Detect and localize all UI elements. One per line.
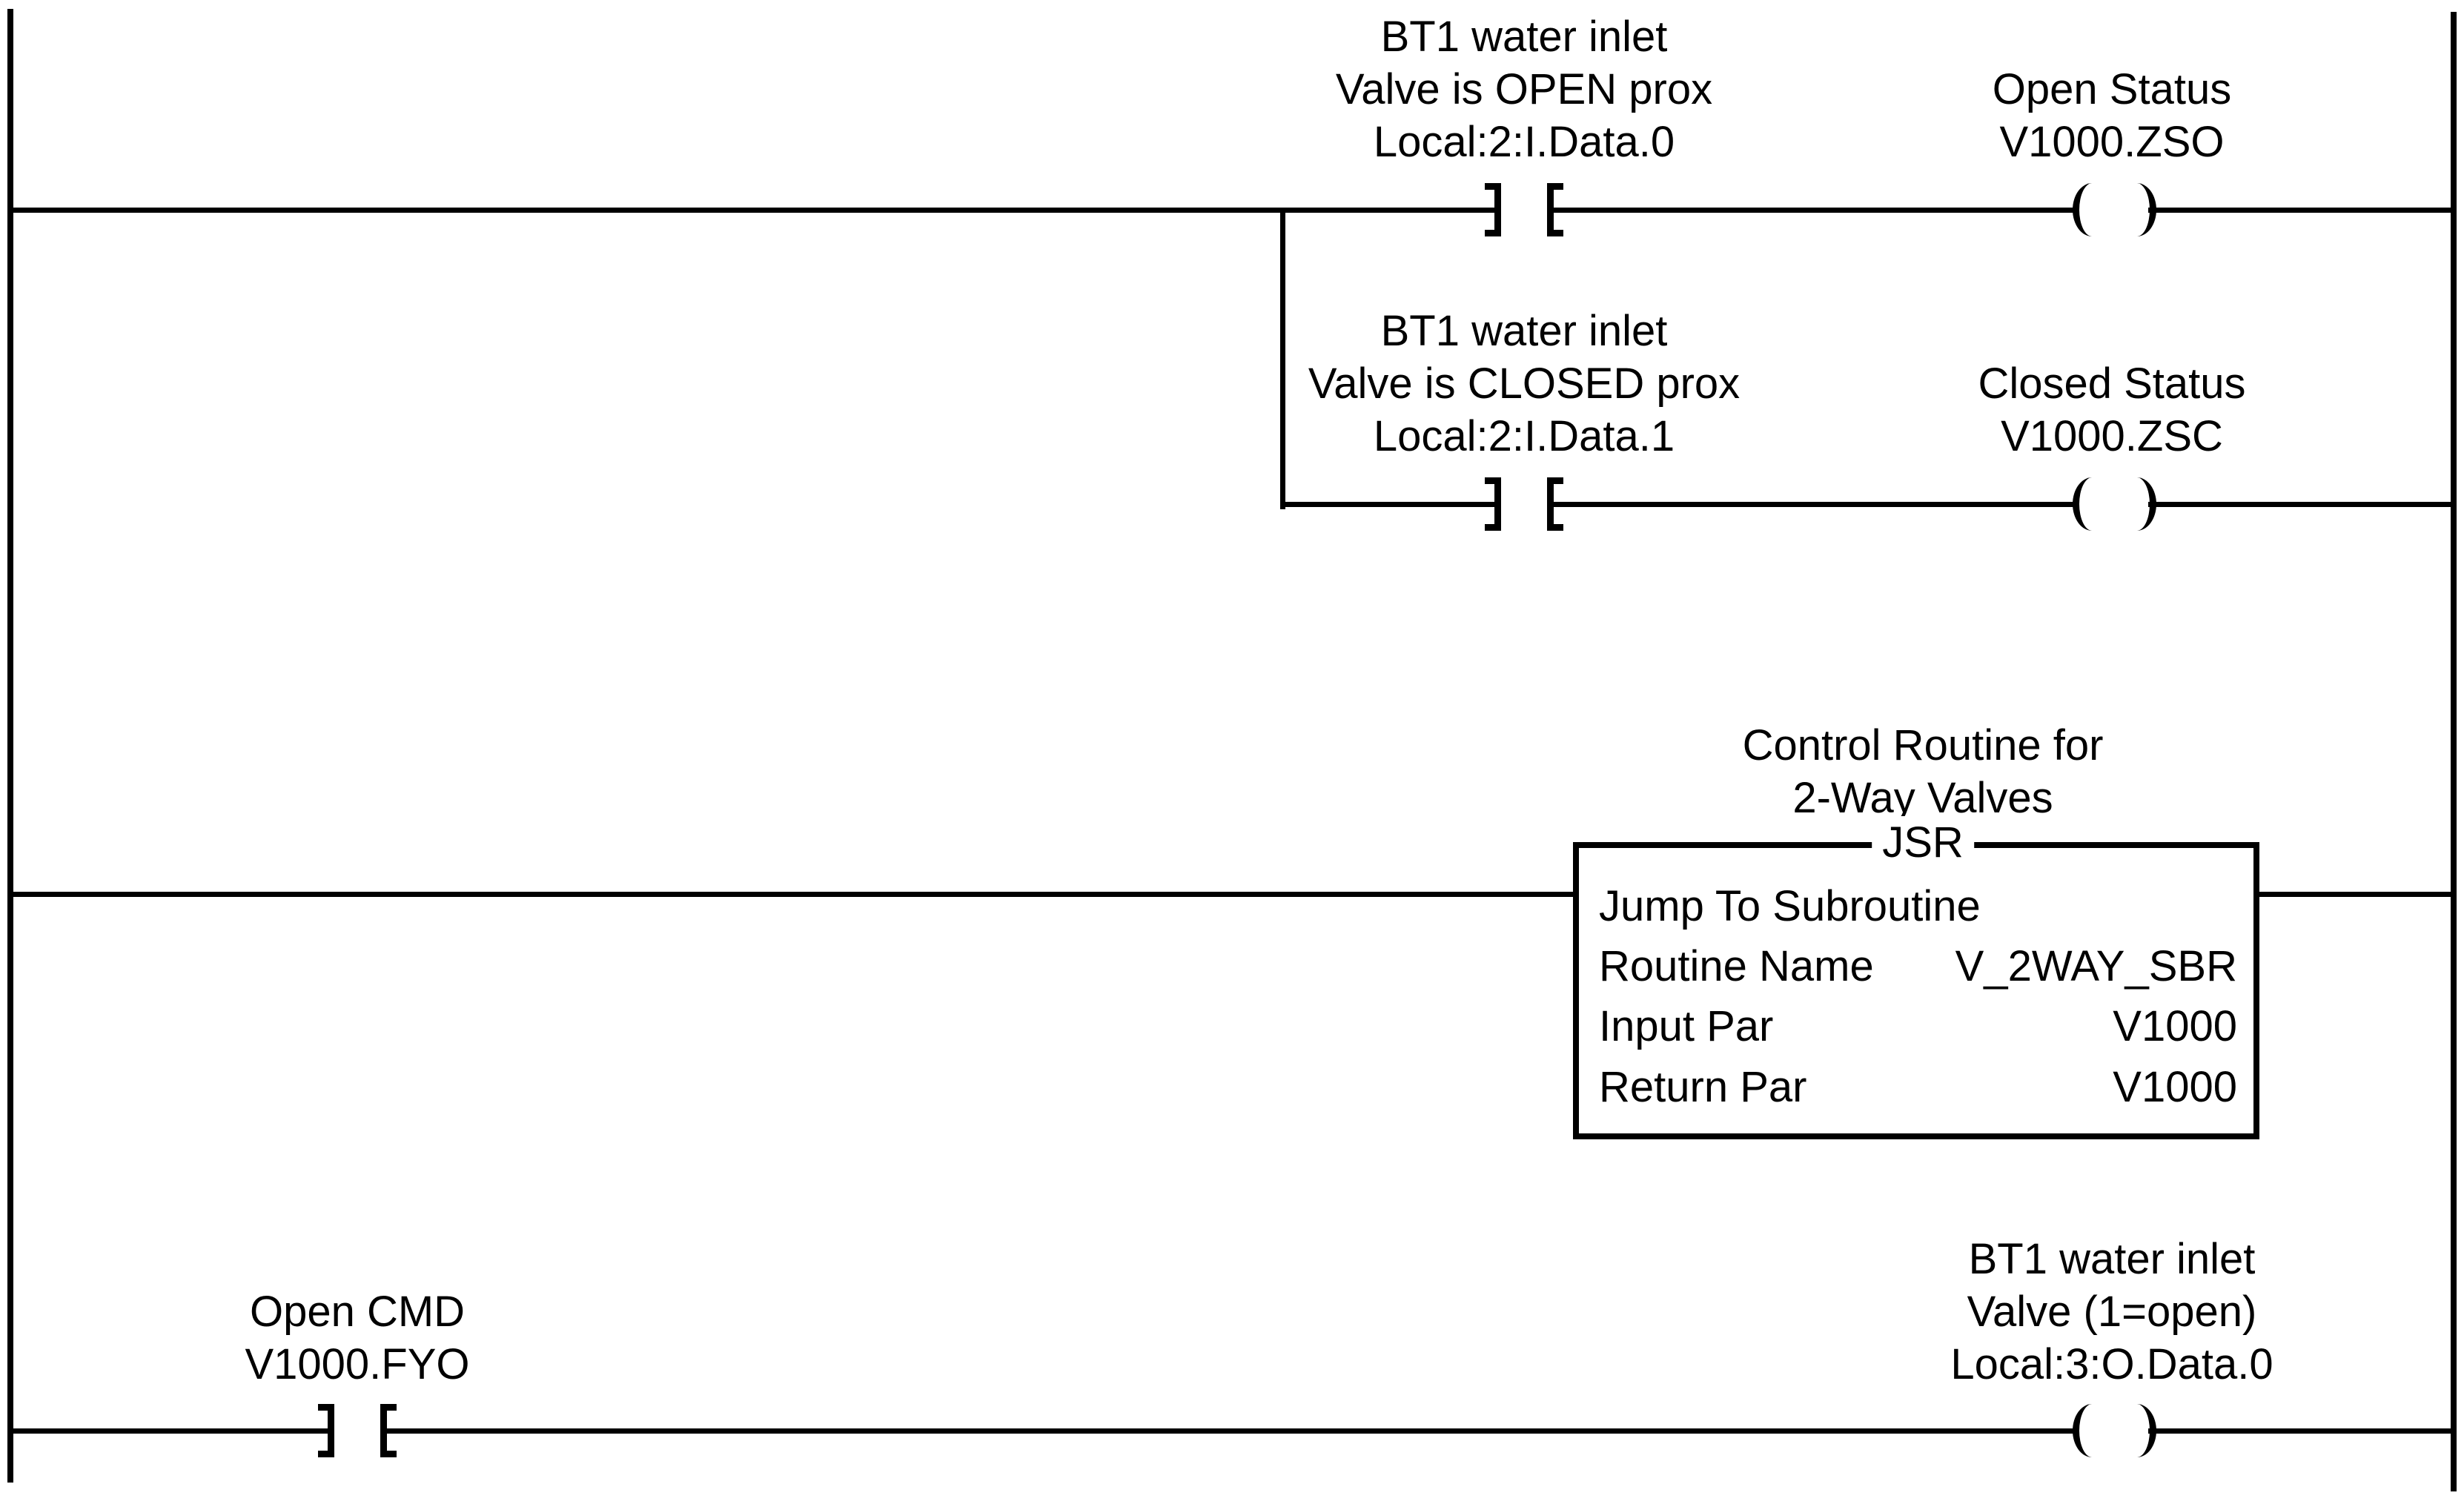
contact-serif-icon [1547,230,1563,236]
tag-name: V1000.ZSO [1999,118,2225,166]
contact-serif-icon [1485,477,1501,484]
contact-serif-icon [318,1451,334,1457]
right-power-rail [2451,12,2457,1491]
rung1-wire [13,208,1494,213]
branch-wire [1280,208,1285,509]
contact-bar-icon [328,1404,334,1457]
rung1-wire [2148,208,2451,213]
coil-left-arc-icon [2073,183,2112,236]
instruction-description: BT1 water inlet Valve is OPEN prox Local… [1336,10,1712,168]
tag-name: Local:2:I.Data.0 [1373,118,1675,166]
coil-right-arc-icon [2117,477,2156,531]
description-line: Valve is CLOSED prox [1308,360,1741,408]
description-line: Valve is OPEN prox [1335,65,1713,113]
branch-rung-wire [1554,502,2074,507]
coil-right-arc-icon [2117,183,2156,236]
contact-bar-icon [1494,477,1501,531]
description-line: 2-Way Valves [1792,774,2053,822]
rung2-wire [13,892,1573,897]
description-line: Open CMD [249,1288,466,1336]
contact-bar-icon [1547,183,1554,236]
rung3-wire [2148,1428,2451,1434]
instruction-description: BT1 water inlet Valve is CLOSED prox Loc… [1308,305,1740,463]
description-line: BT1 water inlet [1380,13,1668,61]
rung1-wire [1554,208,2074,213]
jsr-mnemonic: JSR [1872,816,1974,869]
rung3-wire [13,1428,328,1434]
contact-serif-icon [1485,230,1501,236]
contact-serif-icon [1547,183,1563,190]
description-line: BT1 water inlet [1380,307,1668,355]
description-line: Control Routine for [1742,721,2104,769]
description-line: BT1 water inlet [1968,1235,2256,1283]
left-power-rail [7,9,13,1483]
contact-serif-icon [380,1404,397,1411]
rung3-wire [387,1428,2074,1434]
contact-serif-icon [380,1451,397,1457]
contact-serif-icon [1485,524,1501,531]
jsr-param-label: Routine Name [1599,942,1874,990]
contact-bar-icon [1547,477,1554,531]
jsr-param-label: Input Par [1599,1002,1774,1050]
jsr-param-value[interactable]: V_2WAY_SBR [1955,942,2237,990]
tag-name: Local:3:O.Data.0 [1950,1340,2273,1388]
jsr-instruction-block[interactable] [1573,842,2259,1139]
jsr-param-value[interactable]: V1000 [2113,1063,2237,1111]
coil-right-arc-icon [2117,1404,2156,1457]
jsr-param-value[interactable]: V1000 [2113,1002,2237,1050]
instruction-description: Open Status V1000.ZSO [1993,63,2231,168]
jsr-title: Jump To Subroutine [1599,882,1981,930]
description-line: Closed Status [1978,360,2246,408]
description-line: Open Status [1992,65,2232,113]
contact-serif-icon [1547,524,1563,531]
coil-left-arc-icon [2073,1404,2112,1457]
description-line: Valve (1=open) [1967,1288,2257,1336]
contact-serif-icon [1485,183,1501,190]
jsr-param-label: Return Par [1599,1063,1807,1111]
instruction-description: BT1 water inlet Valve (1=open) Local:3:O… [1950,1233,2273,1391]
contact-bar-icon [1494,183,1501,236]
coil-left-arc-icon [2073,477,2112,531]
contact-serif-icon [1547,477,1563,484]
contact-serif-icon [318,1404,334,1411]
branch-rung-wire [1280,502,1494,507]
instruction-description: Closed Status V1000.ZSC [1978,357,2245,463]
instruction-description: Control Routine for 2-Way Valves [1743,719,2104,824]
instruction-description: Open CMD V1000.FYO [245,1285,469,1391]
tag-name: V1000.FYO [245,1340,470,1388]
branch-rung-wire [2148,502,2451,507]
tag-name: V1000.ZSC [2001,412,2223,460]
contact-bar-icon [380,1404,387,1457]
rung2-wire [2259,892,2451,897]
tag-name: Local:2:I.Data.1 [1373,412,1675,460]
